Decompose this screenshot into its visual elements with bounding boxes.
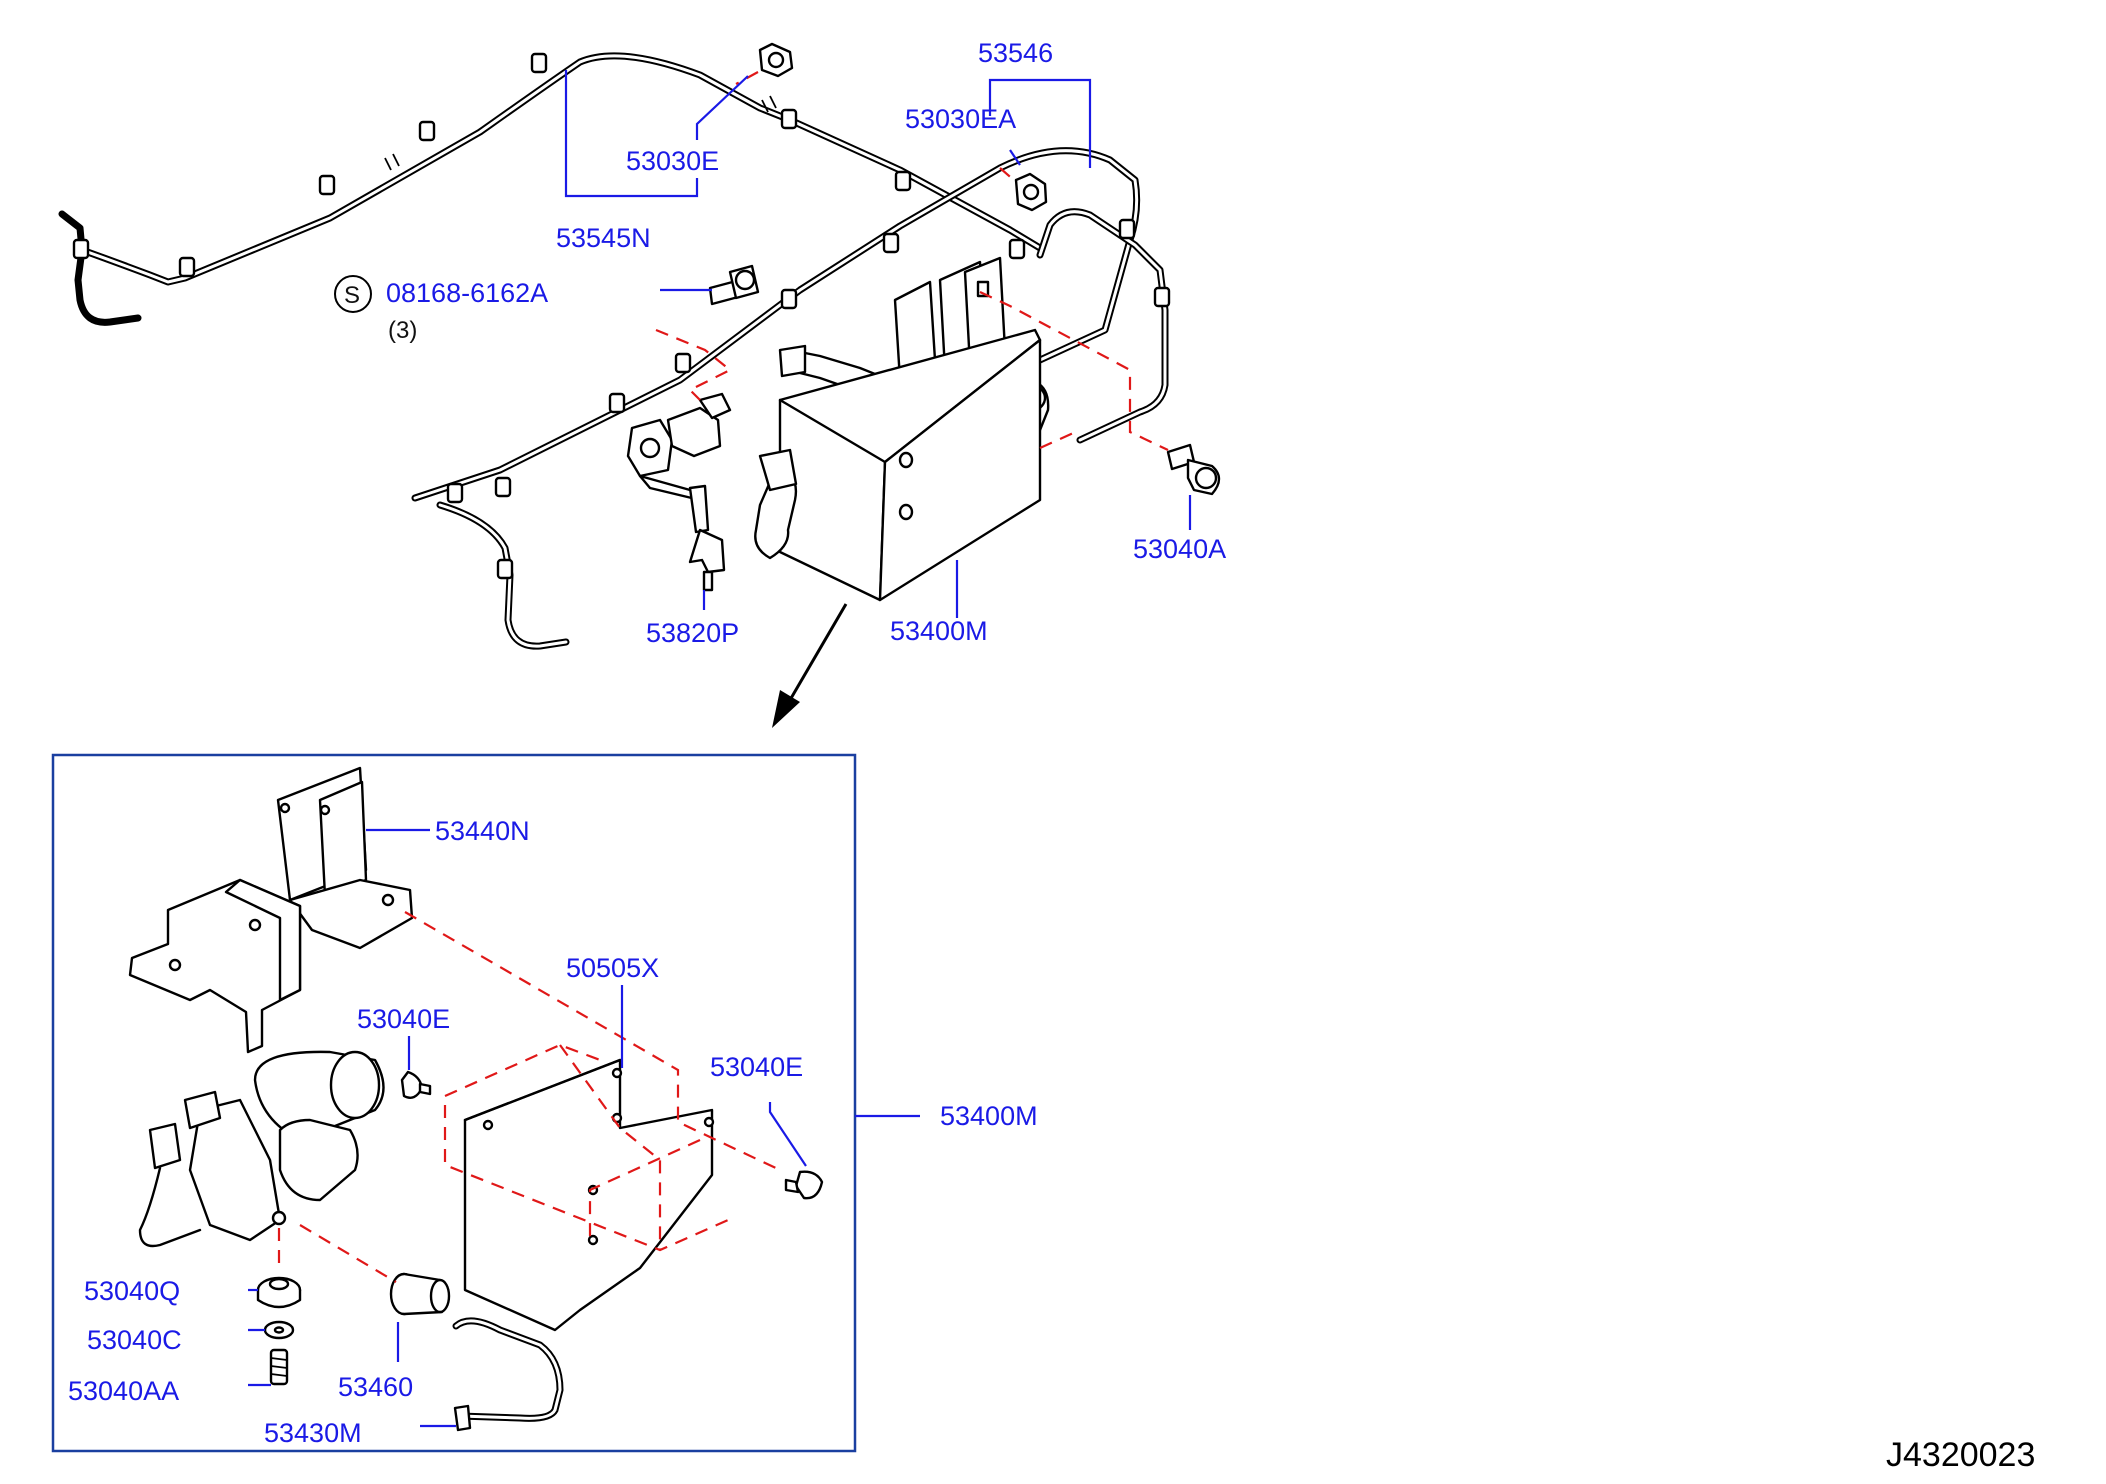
quantity-label: (3) (388, 317, 417, 344)
label-53820p: 53820P (646, 618, 739, 648)
label-53460: 53460 (338, 1372, 413, 1402)
bolt-53040aa (269, 1348, 289, 1386)
detail-arrow (772, 603, 848, 728)
label-53400m-top: 53400M (890, 616, 988, 646)
cover-50505x (463, 1058, 715, 1332)
label-53546: 53546 (978, 38, 1053, 68)
mount-rubber-53040q (256, 1276, 302, 1309)
compressor-assembly-53400m (754, 256, 1050, 602)
pipe-clip (1008, 238, 1026, 260)
diagram-code: J4320023 (1886, 1436, 2035, 1474)
height-sensor-53820p (626, 392, 732, 592)
leaders-top (564, 70, 1192, 618)
pipe-clip (882, 232, 900, 254)
label-53040aa: 53040AA (68, 1376, 179, 1406)
pipe-clip (496, 558, 514, 580)
pipe-clip (780, 288, 798, 310)
pipe-clip (178, 256, 196, 278)
label-53430m: 53430M (264, 1418, 362, 1448)
pipe-clip (608, 392, 626, 414)
pipe-clip (418, 120, 436, 142)
air-pipe-53546 (411, 147, 1171, 650)
pipe-clip (780, 108, 798, 130)
assembly-lines-top (655, 291, 1169, 451)
pipe-clip (1153, 286, 1171, 308)
label-53545n: 53545N (556, 223, 651, 253)
label-53040c: 53040C (87, 1325, 182, 1355)
label-53040e-right: 53040E (710, 1052, 803, 1082)
pipe-clip (72, 238, 90, 260)
label-53030e: 53030E (626, 146, 719, 176)
label-50505x: 50505X (566, 953, 659, 983)
bolt-53040a (1166, 443, 1221, 496)
grommet-53040e-right (784, 1170, 824, 1200)
label-53030ea: 53030EA (905, 104, 1016, 134)
label-53440n: 53440N (435, 816, 530, 846)
pipe-clip (1118, 218, 1136, 240)
pipe-clip (494, 476, 512, 498)
label-53040q: 53040Q (84, 1276, 180, 1306)
filter-53460 (389, 1272, 451, 1316)
bracket-53440n (128, 766, 414, 1054)
compressor-detail (138, 1050, 385, 1248)
label-53040a: 53040A (1133, 534, 1226, 564)
s-mark-circle (334, 275, 372, 313)
pipe-clip (530, 52, 548, 74)
air-pipe-53545n (58, 52, 1044, 326)
detail-frame (51, 753, 857, 1453)
s-mark: S (344, 282, 360, 309)
pipe-clip (318, 174, 336, 196)
hose-53430m (452, 1317, 564, 1432)
grommet-53040e-left (400, 1070, 432, 1099)
pipe-clip (674, 352, 692, 374)
leaders-detail (248, 828, 920, 1428)
pipe-clip (894, 170, 912, 192)
air-connector-53030ea (999, 167, 1048, 212)
label-53040e-left: 53040E (357, 1004, 450, 1034)
assembly-lines-detail (277, 911, 781, 1283)
pipe-clip (446, 482, 464, 504)
bolt-08168-6162a (708, 264, 760, 306)
label-08168-6162a: 08168-6162A (386, 278, 548, 308)
label-53400m-box: 53400M (940, 1101, 1038, 1131)
washer-53040c (263, 1320, 295, 1340)
